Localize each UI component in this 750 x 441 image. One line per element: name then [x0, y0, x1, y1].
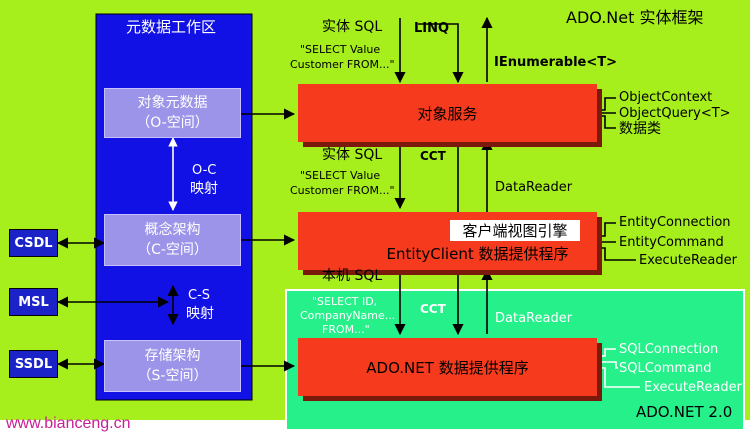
query-1-line-2: Customer FROM..." — [290, 58, 395, 71]
client-view-engine-box: 客户端视图引擎 — [450, 220, 580, 241]
execute-reader-label-1: ExecuteReader — [639, 253, 737, 268]
metadata-workspace-title: 元数据工作区 — [126, 18, 217, 36]
data-class-label: 数据类 — [619, 121, 661, 137]
entity-command-label: EntityCommand — [619, 235, 724, 250]
native-sql-label: 本机 SQL — [322, 268, 383, 284]
entity-sql-label-2: 实体 SQL — [322, 147, 383, 163]
white-connector-lines — [168, 137, 640, 388]
sql-connection-label: SQLConnection — [619, 342, 719, 357]
entity-sql-label-1: 实体 SQL — [322, 19, 383, 35]
entity-framework-label: ADO.Net 实体框架 — [566, 8, 704, 27]
line-entity-connection — [597, 222, 616, 237]
connector-lines — [56, 16, 636, 372]
ssdl-file: SSDL — [9, 350, 58, 378]
msl-file: MSL — [9, 288, 58, 316]
linq-label: LINQ — [414, 21, 450, 36]
datareader-label-2: DataReader — [495, 311, 573, 326]
query-3-line-1: "SELECT ID, — [312, 295, 378, 308]
ienumerable-label: IEnumerable<T> — [494, 55, 618, 70]
object-query-label: ObjectQuery<T> — [619, 106, 731, 121]
query-3-line-2: CompanyName... — [300, 309, 396, 322]
oc-mapping-bottom: 映射 — [190, 181, 218, 197]
line-sql-command — [597, 361, 618, 369]
storage-schema-title: 存储架构 — [144, 347, 201, 364]
oc-mapping-top: O-C — [192, 163, 217, 178]
object-metadata-title: 对象元数据 — [137, 94, 208, 111]
csdl-file: CSDL — [9, 229, 58, 257]
line-execute-reader-1 — [597, 247, 636, 261]
arrow-linq — [418, 23, 464, 84]
object-metadata-space: （O-空间） — [136, 115, 209, 131]
watermark-text: www.bianceng.cn — [6, 415, 131, 432]
line-sql-connection — [597, 348, 616, 357]
concept-schema-title: 概念架构 — [144, 221, 201, 238]
object-services-box: 对象服务 — [298, 84, 597, 142]
object-context-label: ObjectContext — [619, 90, 713, 105]
ado-provider-box: ADO.NET 数据提供程序 — [298, 338, 597, 396]
storage-schema-space: （S-空间） — [137, 368, 208, 384]
cs-mapping-bottom: 映射 — [186, 306, 214, 322]
line-execute-reader-2 — [597, 367, 640, 388]
entity-client-label: EntityClient 数据提供程序 — [386, 245, 569, 263]
ado-net-2-label: ADO.NET 2.0 — [636, 403, 733, 421]
concept-schema-box: 概念架构 （C-空间） — [104, 214, 241, 266]
query-2-line-2: Customer FROM..." — [290, 184, 395, 197]
line-object-context — [597, 97, 616, 111]
line-data-class — [597, 115, 616, 129]
cs-mapping-top: C-S — [188, 288, 211, 303]
cct-label-1: CCT — [420, 149, 446, 163]
object-metadata-box: 对象元数据 （O-空间） — [104, 88, 241, 138]
storage-schema-box: 存储架构 （S-空间） — [104, 340, 241, 392]
sql-command-label: SQLCommand — [619, 361, 712, 376]
datareader-label-1: DataReader — [495, 180, 573, 195]
cct-label-2: CCT — [420, 302, 446, 316]
query-3-line-3: FROM..." — [322, 323, 370, 336]
query-1-line-1: "SELECT Value — [300, 43, 381, 56]
concept-schema-space: （C-空间） — [137, 242, 208, 258]
query-2-line-1: "SELECT Value — [300, 169, 381, 182]
entity-connection-label: EntityConnection — [619, 215, 731, 230]
execute-reader-label-2: ExecuteReader — [644, 380, 742, 395]
